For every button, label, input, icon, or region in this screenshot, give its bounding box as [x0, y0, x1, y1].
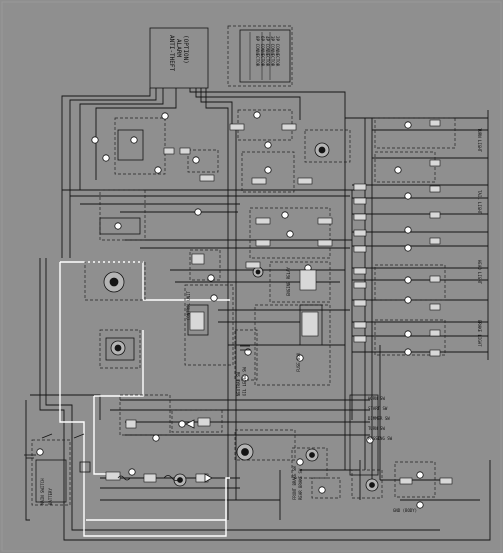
anti-theft-line-2: ALARM — [175, 39, 182, 57]
component-circles — [36, 111, 424, 509]
switch-label-turn: TURN SW — [368, 426, 385, 431]
anti-theft-line-3: (OPTION) — [182, 35, 189, 64]
dashed-boxes — [31, 25, 456, 506]
switch-labels: HORN SW START SW DIMMER SW TURN SW PASSI… — [368, 396, 393, 441]
bottom-label-front-brake: FRONT BRAKE SW — [292, 466, 297, 500]
right-label-head: HEAD LIGHT — [477, 260, 482, 285]
bottom-label-oil-level: OIL LEVEL SW — [242, 367, 247, 396]
connector-blocks — [105, 119, 453, 485]
right-label-brake: BRAKE LIGHT — [477, 320, 482, 347]
ground-label: GND (BODY) — [393, 508, 417, 513]
main-switch-label: MAIN SWITCH — [40, 478, 45, 505]
right-label-turn: TURN LIGHT — [477, 128, 482, 153]
switch-label-dimmer: DIMMER SW — [368, 416, 390, 421]
relay-label: ENGINE RELAY — [286, 267, 291, 296]
legend-row-2p: 2P CONNECTOR — [275, 36, 280, 67]
right-labels: TURN LIGHT TAIL LIGHT HEAD LIGHT BRAKE L… — [477, 128, 482, 347]
right-label-tail: TAIL LIGHT — [477, 190, 482, 215]
symbols — [24, 345, 250, 483]
highlight-path — [59, 261, 230, 537]
connector-legend: 2P CONNECTOR 3P CONNECTOR 4P CONNECTOR 6… — [255, 36, 280, 67]
connector-legend-grid — [249, 32, 271, 80]
switch-label-passing: PASSING SW — [368, 436, 393, 441]
legend-row-6p: 6P CONNECTOR — [260, 36, 265, 67]
harness-lines — [25, 88, 491, 541]
bottom-label-neutral: NEUTRAL SW — [236, 371, 241, 396]
legend-row-4p: 4P CONNECTOR — [265, 36, 270, 67]
switch-label-start: START SW — [368, 406, 388, 411]
anti-theft-line-1: ANTI-THEFT — [168, 35, 175, 72]
switch-label-horn: HORN SW — [368, 396, 385, 401]
bottom-label-rear-brake: REAR BRAKE SW — [298, 468, 303, 500]
fuse-box-label: FUSE BOX — [296, 352, 301, 372]
bottom-labels: FRONT BRAKE SW REAR BRAKE SW NEUTRAL SW … — [236, 367, 303, 500]
solid-boxes — [35, 27, 379, 503]
control-unit-label: CONTROL UNIT — [186, 291, 191, 320]
battery-label: BATTERY — [48, 488, 53, 505]
legend-row-8p: 8P CONNECTOR — [255, 36, 260, 67]
legend-row-3p: 3P CONNECTOR — [270, 36, 275, 67]
anti-theft-box: ANTI-THEFT ALARM (OPTION) — [168, 35, 189, 72]
